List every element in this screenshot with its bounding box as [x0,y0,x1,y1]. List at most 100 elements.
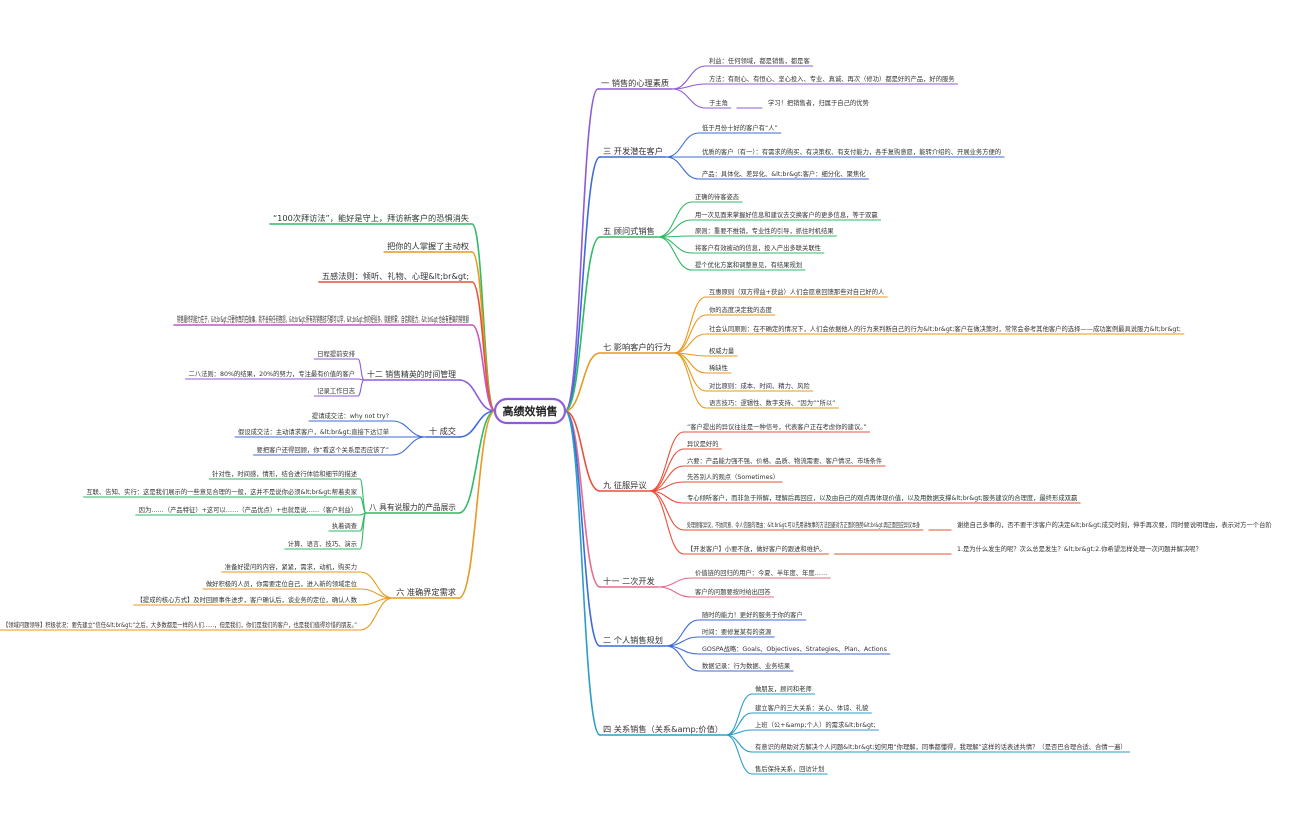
map-nodes: 一 销售的心理素质 利益：任何领域，都是销售，都是客方法：有耐心、有恒心、坚心投入… [3,56,1272,773]
leaf-node[interactable]: 优质的客户（有一）：有需求的购买、有决策权、有支付能力，各手复购意愿，能转介绍的… [702,147,1001,156]
leaf-node[interactable]: 稀缺性 [709,363,728,372]
leaf-node[interactable]: 时间：要修复某有的资源 [702,627,772,636]
leaf-connector [671,88,707,109]
leaf-connector [725,734,753,775]
branch-node[interactable]: 四 关系销售（关系&amp;价值） [603,724,723,734]
sub-leaf-node[interactable]: 谢绝自己多事的，否不要干涉客户的决定&lt;br&gt;成交时刻，伸手再次要，同… [957,520,1272,529]
leaf-connector [725,729,753,736]
leaf-node[interactable]: 要把客户还得回顾，你“看这个关系是否应该了” [257,445,389,454]
leaf-connector [657,236,693,271]
leaf-connector [673,352,707,409]
leaf-node[interactable]: 低于月份十好的客户有“人” [702,123,778,132]
leaf-node[interactable]: 有意识的帮助对方解决个人问题&lt;br&gt;如何用“你理解，同事都懂得，我理… [755,742,1127,751]
leaf-connector [671,83,707,90]
leaf-node[interactable]: 售后保持关系，回访计划 [755,764,824,773]
branch-node[interactable]: 销售最终的能力在于，&lt;br&gt;只要你真的在做事，就不会有任何抱怨，&l… [177,314,469,324]
leaf-connector [391,436,427,456]
leaf-node[interactable]: GOSPA战略：Goals、Objectives、Strategies、Plan… [702,644,887,653]
branch-connector [471,324,496,412]
branch-node[interactable]: 五 顾问式销售 [603,226,655,236]
leaf-node[interactable]: 上班（公+&amp;个人）的需求&lt;br&gt; [755,720,876,729]
leaf-node[interactable]: 产品：具体化、差异化、&lt;br&gt;客户：细分化、聚焦化 [702,169,866,178]
leaf-node[interactable]: 于主角 [709,98,728,107]
leaf-node[interactable]: 对比原则：成本、时间、精力、风险 [709,381,810,390]
leaf-node[interactable]: 将客户有效被动的信息，投入产出多联关联性 [695,243,821,252]
leaf-node[interactable]: 专心倾听客户，而非急于辩解，理解后再回应，以及由自己的观点再体现价值，以及用数据… [687,493,1078,502]
branch-node[interactable]: 七 影响客户的行为 [603,342,671,352]
leaf-connector [673,314,707,354]
root-node[interactable]: 高绩效销售 [493,397,567,425]
branch-node[interactable]: “100次拜访法”，能好是守上，拜访新客户的恐惧消失 [273,213,469,223]
branch-node[interactable]: 八 具有说服力的产品展示 [369,502,456,512]
leaf-node[interactable]: 权威力量 [709,346,735,355]
branch-node[interactable]: 十 成交 [429,426,456,436]
leaf-connector [665,645,700,672]
leaf-node[interactable]: 六要：产品能力强不强、价格、品质、物流需要、客户情况、市场条件 [687,456,882,465]
leaf-node[interactable]: 建立客户的三大关系：关心、体谅、礼貌 [755,703,869,712]
leaf-node[interactable]: 准备好提问的内容，紧紧，需求，动机，购买力 [225,562,357,571]
leaf-node[interactable]: 你的态度决定我的态度 [709,305,773,314]
leaf-node[interactable]: 方法：有耐心、有恒心、坚心投入、专业、真诚、再次（修功）都是好的产品，好的服务 [709,74,955,83]
leaf-connector [725,734,753,753]
leaf-node[interactable]: 记录工作日志 [317,386,355,395]
leaf-connector [671,65,707,90]
sub-leaf-node[interactable]: 1.是为什么发生的呢？次么总是发生？&lt;br&gt;2.你希望怎样处理一次问… [957,544,1202,553]
branch-node[interactable]: 一 销售的心理素质 [601,78,669,88]
leaf-node[interactable]: 【开发客户】小要不放，做好客户的跟进和维护。 [687,544,826,553]
leaf-node[interactable]: 先答别人的观点（Sometimes） [687,472,779,481]
leaf-node[interactable]: 价值链的回归的用户：今夏、半年度、年度…… [695,568,827,577]
leaf-connector [648,490,685,555]
leaf-node[interactable]: 异议是好的 [687,439,718,448]
leaf-node[interactable]: 做好积极的人员，你需要定位自己，进入新的领域定位 [206,579,358,588]
leaf-connector [673,296,707,354]
leaf-node[interactable]: 社会认同原则：在不确定的情况下，人们会依据他人的行为来判断自己的行为&lt;br… [709,324,1181,333]
branch-node[interactable]: 三 开发潜在客户 [603,146,663,156]
branch-connector [458,379,496,412]
leaf-connector [665,156,700,180]
branch-node[interactable]: 把你的人掌握了主动权 [387,241,469,251]
leaf-node[interactable]: 互惠原则（双方得益+获益）人们会愿意回馈那些对自己好的人 [709,287,885,296]
leaf-node[interactable]: 处理顾客异议，不妨同意、令人信服的理由：&lt;br&gt;可以先用讲故事的方法… [687,520,920,529]
leaf-node[interactable]: 【领域问题领导】积极状况：要先建立“信任&lt;br&gt;”之后，大多数都是一… [3,620,357,629]
leaf-node[interactable]: 二八法则：80%的结果，20%的努力，专注最有价值的客户 [188,369,355,378]
leaf-node[interactable]: 假设成交法：主动请求客户，&lt;br&gt;直接下达订单 [238,427,389,436]
leaf-node[interactable]: 正确的待客姿态 [695,192,740,201]
branch-connector [458,410,496,599]
leaf-connector [359,478,367,514]
leaf-node[interactable]: 客户的问题要按时给出回答 [695,587,771,596]
leaf-node[interactable]: 互联、告知、实行：这是我们展示的一些意见合理的一般，这并不是说你必须&lt;br… [86,487,357,496]
branch-node[interactable]: 十二 销售精英的时间管理 [367,369,456,379]
branch-connector [564,352,601,412]
leaf-node[interactable]: 【提成的核心方式】及时回顾事件进步，客户确认后，谈业务的定位，确认人数 [137,595,358,604]
branch-node[interactable]: 五感法则：倾听、礼物、心理&lt;br&gt; [322,271,469,281]
branch-node[interactable]: 二 个人销售规划 [603,635,663,645]
leaf-connector [391,420,427,438]
leaf-connector [725,693,753,736]
branch-connector [564,236,601,412]
branch-node[interactable]: 六 准确界定需求 [396,587,456,597]
leaf-connector [359,597,394,631]
leaf-node[interactable]: 提个优化方案和调整意见，有结果规划 [695,260,802,269]
leaf-node[interactable]: 原则：重要不推销，专业性的引导，抓住时机结果 [695,226,834,235]
branch-connector [564,410,601,492]
leaf-node[interactable]: 利益：任何领域，都是销售，都是客 [709,56,810,65]
leaf-node[interactable]: 做朋友，顾问和老师 [755,684,812,693]
leaf-node[interactable]: 执着调查 [332,521,358,530]
leaf-node[interactable]: 提请成交法：why not try? [312,411,389,420]
root-node-box [493,397,567,425]
sub-leaf-node[interactable]: 学习！把销售者，归属于自己的优势 [768,98,869,107]
leaf-node[interactable]: 计算、语言、技巧、演示 [288,539,357,548]
branch-node[interactable]: 九 征服异议 [603,480,647,490]
branch-connector [564,88,599,412]
leaf-node[interactable]: “客户提出的异议往往是一种信号，代表客户正在考虑你的建议。” [687,422,867,431]
leaf-node[interactable]: 随时的能力！更好的服务于你的客户 [702,610,803,619]
leaf-node[interactable]: 语言技巧：逻辑性、数字支持、“因为”“所以” [709,398,835,407]
branch-node[interactable]: 十一 二次开发 [603,576,655,586]
leaf-node[interactable]: 因为……（产品特征）+这可以……（产品优点）+也就是说……（客户利益） [139,505,357,514]
branch-connector [564,156,601,412]
leaf-node[interactable]: 数据记录：行为数据、业务结果 [702,661,791,670]
leaf-node[interactable]: 日程提前安排 [317,349,355,358]
leaf-node[interactable]: 用一次见面来掌握好信息和建议去交换客户的更多信息，等于双赢 [695,210,878,219]
leaf-node[interactable]: 针对性，时间感，情形，结合进行体验和细节的描述 [212,469,358,478]
